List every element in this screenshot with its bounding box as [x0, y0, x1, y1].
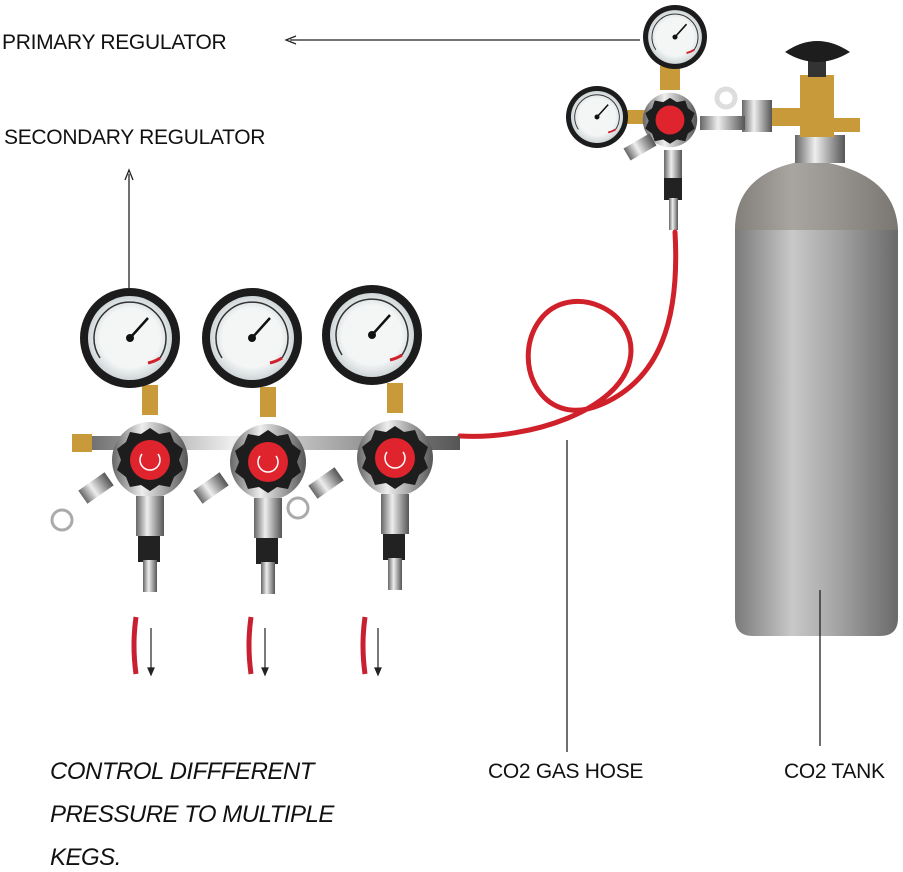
- tank-valve: [742, 41, 860, 137]
- keg-hose-outputs: [131, 616, 382, 677]
- co2-gas-hose: [457, 229, 679, 439]
- primary-regulator-label: PRIMARY REGULATOR: [2, 31, 227, 54]
- primary-regulator: [565, 4, 745, 230]
- primary-callout-arrow: [284, 35, 297, 45]
- secondary-regulators: [50, 283, 460, 595]
- note-line-3: KEGS.: [50, 844, 121, 871]
- co2-tank-label: CO2 TANK: [784, 760, 885, 783]
- co2-gas-hose-label: CO2 GAS HOSE: [488, 760, 644, 783]
- note-line-2: PRESSURE TO MULTIPLE: [50, 801, 334, 828]
- secondary-regulator-label: SECONDARY REGULATOR: [4, 126, 266, 149]
- co2-tank: [735, 135, 898, 636]
- secondary-callout-arrow: [124, 168, 134, 181]
- note-line-1: CONTROL DIFFFERENT: [50, 758, 314, 785]
